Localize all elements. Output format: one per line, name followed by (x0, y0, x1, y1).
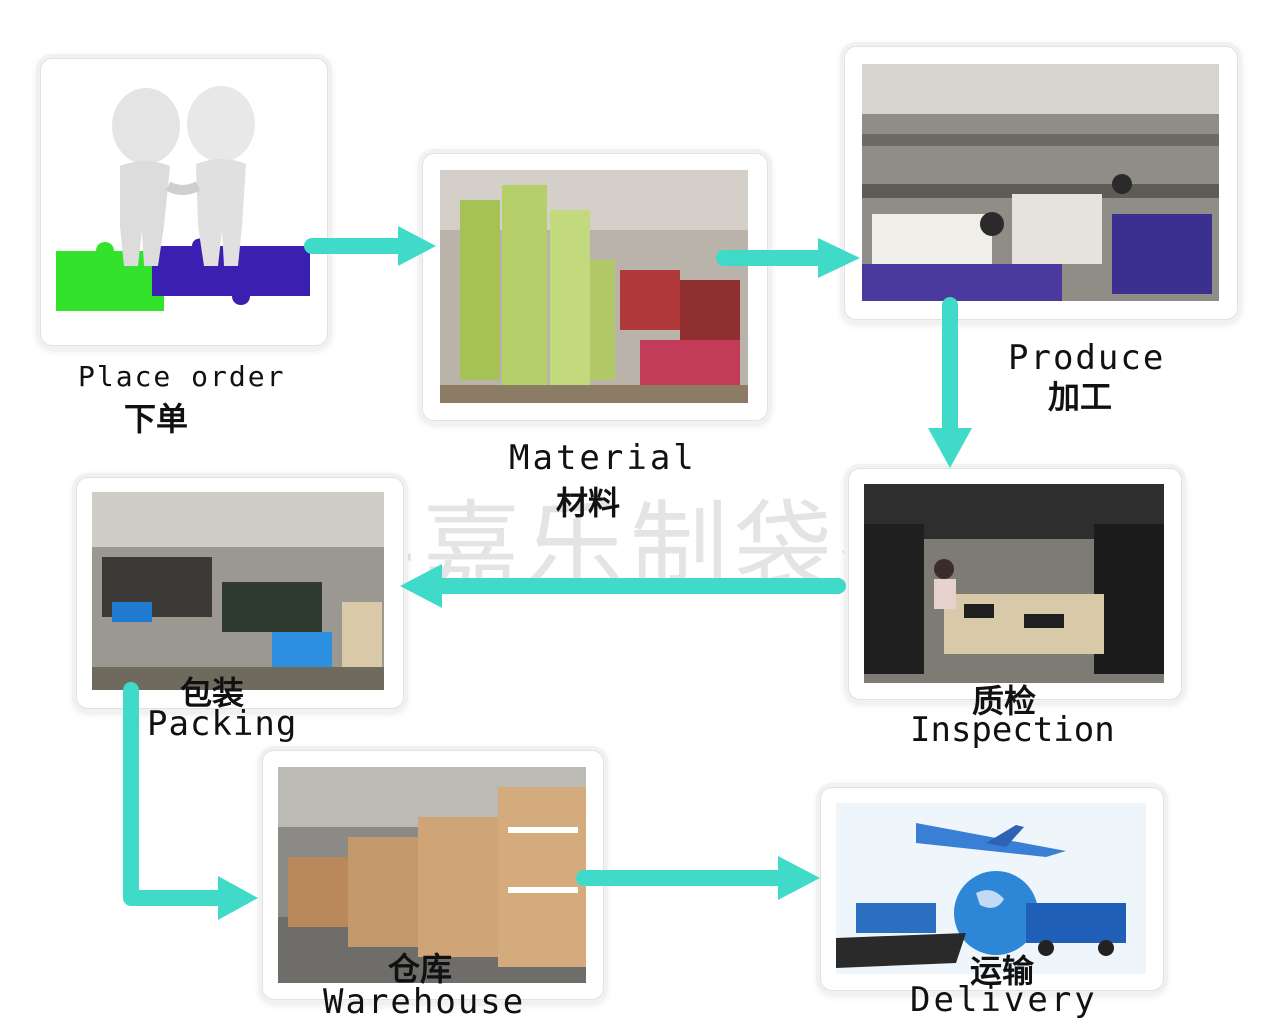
arrow-produce-to-inspection (928, 297, 972, 468)
arrow-warehouse-to-delivery (576, 856, 820, 900)
produce-image (862, 64, 1219, 301)
arrow-warehouse-to-delivery-head (778, 856, 820, 900)
delivery-label-en: Delivery (910, 980, 1098, 1020)
material-label-zh: 材料 (556, 484, 621, 522)
produce-label-zh: 加工 (1048, 378, 1113, 416)
packing-label-en: Packing (147, 704, 298, 744)
packing-image (92, 492, 384, 690)
delivery-image (836, 803, 1146, 974)
delivery-label-zh: 运输 (970, 952, 1035, 990)
inspection-label-zh: 质检 (972, 682, 1037, 720)
warehouse-label-en: Warehouse (323, 982, 526, 1022)
inspection-label-en: Inspection (910, 710, 1115, 750)
arrow-packing-to-warehouse-head (218, 876, 258, 920)
arrow-produce-to-inspection-head (928, 428, 972, 468)
material-image (440, 170, 748, 403)
produce-label-en: Produce (1008, 338, 1166, 378)
material-label-en: Material (509, 438, 697, 478)
place-order-image (56, 76, 310, 326)
place-order-label-zh: 下单 (124, 400, 189, 438)
inspection-image (864, 484, 1164, 683)
place-order-label-en: Place order (78, 360, 286, 393)
arrow-place-order-to-material (304, 226, 436, 266)
warehouse-image (278, 767, 586, 983)
warehouse-label-zh: 仓库 (388, 950, 453, 988)
